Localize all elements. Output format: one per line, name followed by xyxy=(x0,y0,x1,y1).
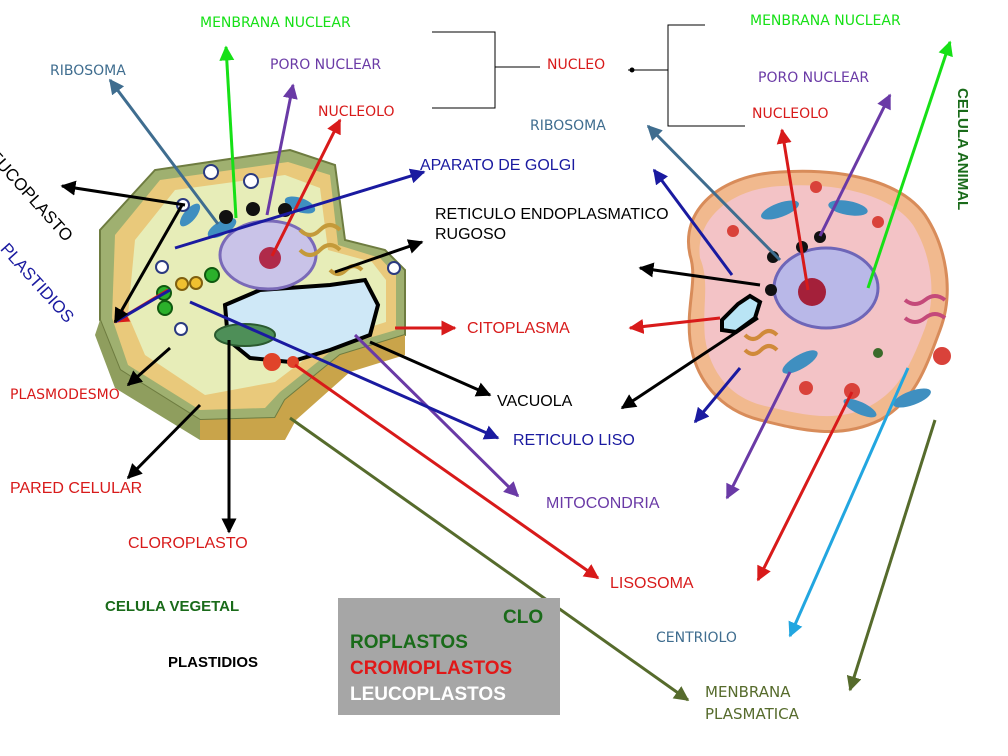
label-cloroplasto: CLOROPLASTO xyxy=(128,535,248,552)
label-ribosoma-right: RIBOSOMA xyxy=(530,118,606,134)
arrow-vacuola-plant xyxy=(369,340,492,397)
label-plastidios: PLASTIDIOS xyxy=(168,654,259,671)
arrow-reticulo-liso-plant xyxy=(189,300,500,440)
animal-cell xyxy=(687,169,951,434)
arrow-pared-celular xyxy=(126,403,202,480)
label-poro-nuclear-right: PORO NUCLEAR xyxy=(758,70,870,86)
green-arrows xyxy=(219,40,953,289)
label-centriolo: CENTRIOLO xyxy=(656,630,737,646)
arrow-aparato-golgi xyxy=(174,168,426,250)
label-plasmodesmo: PLASMODESMO xyxy=(10,387,120,403)
arrow-menbrana-plasmatica-plant xyxy=(289,416,690,702)
label-reticulo-rugoso-1: RETICULO ENDOPLASMATICO xyxy=(435,206,669,223)
arrow-nucleolo-animal xyxy=(776,128,810,291)
label-celula-animal: CELULA ANIMAL xyxy=(954,88,971,211)
animal-er-outline xyxy=(720,293,763,335)
label-reticulo-liso: RETICULO LISO xyxy=(513,432,635,449)
arrow-citoplasma-animal xyxy=(628,316,721,334)
label-nucleo: NUCLEO xyxy=(547,57,606,73)
purple-arrows xyxy=(265,83,892,500)
arrow-leucoplasto-2 xyxy=(113,204,184,324)
arrow-plasmodesmo xyxy=(126,346,171,387)
arrow-lisosoma-plant xyxy=(294,363,600,580)
label-citoplasma: CITOPLASMA xyxy=(467,320,570,337)
black-arrows xyxy=(60,180,761,534)
arrow-menbrana-plasmatica-animal xyxy=(846,419,937,692)
legend-roplastos: ROPLASTOS xyxy=(350,632,468,653)
arrow-menbrana-nuclear-animal xyxy=(866,40,953,289)
plastid-legend-box: CLO ROPLASTOS CROMOPLASTOS LEUCOPLASTOS xyxy=(338,598,560,715)
steel-arrows xyxy=(108,78,782,262)
legend-leucoplastos: LEUCOPLASTOS xyxy=(350,684,506,705)
label-aparato-golgi: APARATO DE GOLGI xyxy=(420,157,576,174)
arrow-reticulo-rugoso-plant xyxy=(334,239,424,274)
label-ribosoma-left: RIBOSOMA xyxy=(50,63,126,79)
nucleo-brackets xyxy=(432,24,745,127)
label-celula-vegetal: CELULA VEGETAL xyxy=(105,598,240,615)
sky-arrows xyxy=(788,367,910,638)
label-menbrana-plasmatica-2: PLASMATICA xyxy=(705,705,799,723)
red-arrows xyxy=(113,118,854,582)
olive-arrows xyxy=(289,416,937,702)
blue-arrows xyxy=(114,168,742,440)
arrow-reticulo-liso-animal xyxy=(693,367,742,424)
animal-nucleus xyxy=(772,246,880,330)
plant-nucleolus xyxy=(259,247,281,269)
arrow-golgi-animal xyxy=(652,168,734,276)
arrow-centriolo xyxy=(788,367,910,638)
arrow-poro-nuclear-animal xyxy=(818,93,892,237)
arrow-reticulo-rugoso-animal xyxy=(638,262,761,287)
arrow-menbrana-nuclear-plant xyxy=(219,45,238,219)
arrow-leucoplasto xyxy=(60,180,186,207)
label-nucleolo-right: NUCLEOLO xyxy=(752,106,829,122)
arrow-ribosoma-plant xyxy=(108,78,220,225)
legend-clo: CLO xyxy=(503,607,544,628)
label-menbrana-plasmatica-1: MENBRANA xyxy=(705,683,791,701)
label-vacuola: VACUOLA xyxy=(497,393,573,410)
label-menbrana-nuclear-right: MENBRANA NUCLEAR xyxy=(750,13,901,29)
plant-cell xyxy=(95,148,406,440)
arrow-mitocondria-animal xyxy=(725,371,792,500)
arrow-ribosoma-animal xyxy=(646,124,782,262)
label-reticulo-rugoso-2: RUGOSO xyxy=(435,226,507,243)
label-mitocondria: MITOCONDRIA xyxy=(546,495,660,512)
arrow-nucleolo-plant xyxy=(270,118,342,257)
label-poro-nuclear-left: PORO NUCLEAR xyxy=(270,57,382,73)
arrow-poro-nuclear-plant xyxy=(265,83,298,216)
arrow-mitocondria-plant xyxy=(353,333,520,498)
animal-nucleolus xyxy=(798,278,826,306)
label-nucleolo-left: NUCLEOLO xyxy=(318,104,395,120)
arrow-lisosoma-animal xyxy=(756,391,854,582)
label-lisosoma: LISOSOMA xyxy=(610,575,694,592)
arrow-vacuola-animal xyxy=(620,316,759,410)
label-pared-celular: PARED CELULAR xyxy=(10,480,143,497)
legend-cromoplastos: CROMOPLASTOS xyxy=(350,658,513,679)
label-menbrana-nuclear-left: MENBRANA NUCLEAR xyxy=(200,15,351,31)
